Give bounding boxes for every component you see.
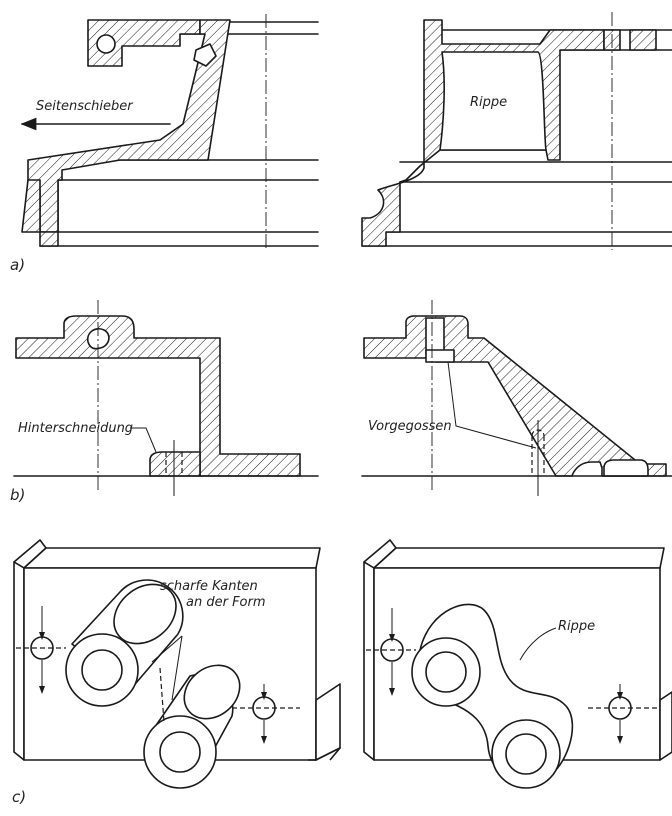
panel-a-left-section: Seitenschieber xyxy=(20,14,319,250)
panel-c-left-drawing: scharfe Kanten an der Form xyxy=(13,539,341,789)
label-scharfe-kanten: scharfe Kanten xyxy=(160,579,258,594)
panel-label-c: c) xyxy=(12,788,26,806)
label-an-der-form: an der Form xyxy=(186,595,266,610)
label-rippe-c: Rippe xyxy=(558,619,595,634)
label-hinterschneidung: Hinterschneidung xyxy=(18,421,133,436)
panel-label-a: a) xyxy=(10,256,25,274)
panel-c-right-drawing: Rippe xyxy=(363,539,672,789)
label-rippe-a: Rippe xyxy=(470,95,507,110)
label-vorgegossen: Vorgegossen xyxy=(368,419,452,434)
panel-b-right-section: Vorgegossen xyxy=(361,300,672,496)
panel-a-right-section: Rippe xyxy=(361,12,672,250)
panel-b-left-section: Hinterschneidung xyxy=(13,300,319,496)
label-seitenschieber: Seitenschieber xyxy=(36,99,134,114)
panel-label-b: b) xyxy=(10,486,25,504)
